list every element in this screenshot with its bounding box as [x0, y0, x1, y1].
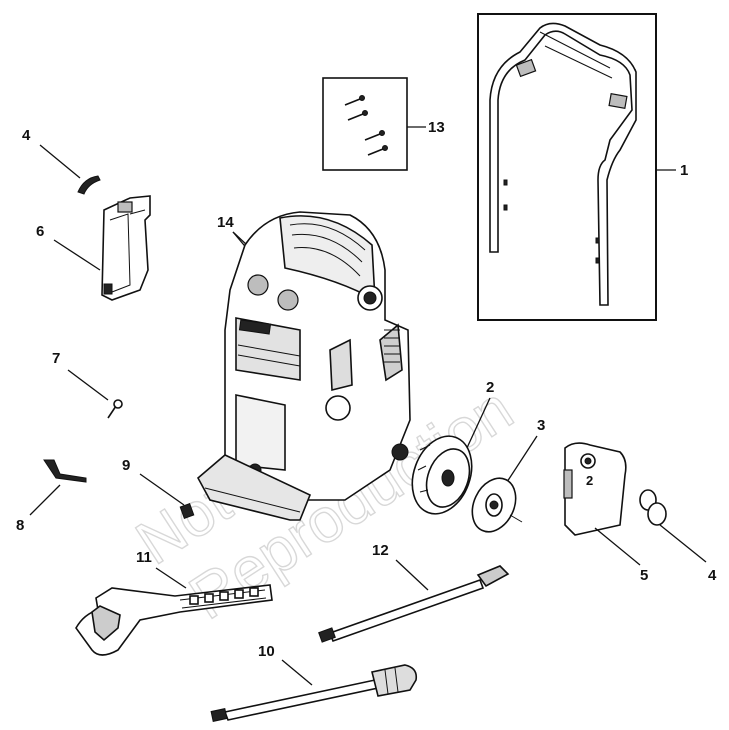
part-4-clip-top	[39, 144, 101, 195]
part-main-unit	[196, 211, 411, 521]
part-7-pin	[67, 369, 123, 419]
part-8-allen-key	[29, 459, 87, 516]
callout-3: 3	[537, 417, 545, 434]
callout-2: 2	[486, 379, 494, 396]
part-4-cap-right	[639, 489, 707, 563]
tank-number: 2	[586, 473, 593, 488]
callout-1: 1	[680, 162, 688, 179]
callout-11: 11	[136, 549, 152, 566]
callout-12: 12	[372, 542, 389, 559]
callout-13: 13	[428, 119, 445, 136]
part-1-handle	[477, 13, 676, 321]
part-13-screws	[322, 77, 426, 171]
callout-4-top: 4	[22, 127, 31, 144]
part-6-bracket	[53, 195, 151, 301]
part-3-hubcap	[471, 435, 538, 533]
callout-8: 8	[16, 517, 24, 534]
part-2-wheel	[411, 397, 491, 515]
part-10-turbo-wand	[210, 659, 418, 722]
part-11-spray-gun	[75, 567, 273, 656]
callout-6: 6	[36, 223, 44, 240]
callout-9: 9	[122, 457, 130, 474]
callout-7: 7	[52, 350, 60, 367]
callout-5: 5	[640, 567, 648, 584]
callout-14: 14	[217, 214, 234, 231]
callout-10: 10	[258, 643, 275, 660]
part-9-nozzle-tip	[139, 473, 195, 519]
part-5-detergent-tank: 2	[563, 442, 641, 566]
part-12-wand	[318, 559, 510, 643]
callout-4-right: 4	[708, 567, 717, 584]
